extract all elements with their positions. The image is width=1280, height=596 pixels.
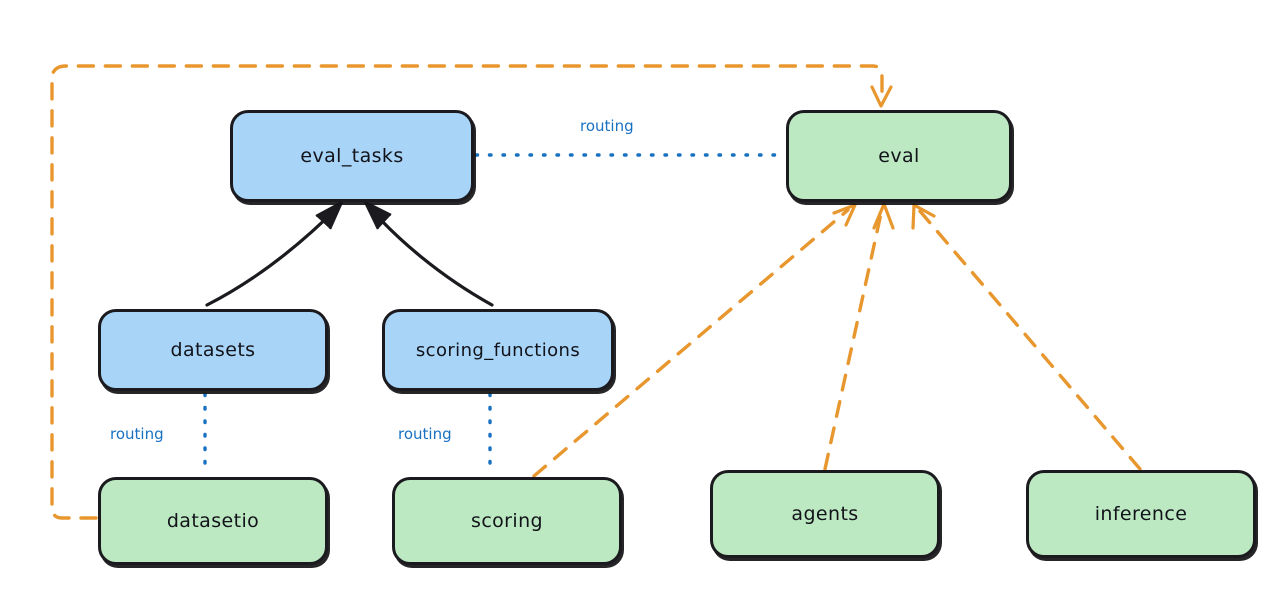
node-scoring-functions[interactable]: scoring_functions [382, 309, 614, 391]
node-label-inference: inference [1094, 503, 1188, 525]
node-inference[interactable]: inference [1026, 470, 1256, 558]
edge-agents-to-eval [823, 202, 895, 471]
node-label-eval: eval [878, 145, 920, 167]
edge-scoring-to-eval [532, 203, 857, 478]
node-scoring[interactable]: scoring [392, 477, 622, 565]
edge-label-routing-datasets: routing [110, 425, 164, 443]
node-label-agents: agents [791, 503, 859, 525]
node-label-datasetio: datasetio [166, 510, 260, 532]
node-eval[interactable]: eval [786, 110, 1012, 202]
edge-inference-to-eval [911, 203, 1142, 471]
node-eval-tasks[interactable]: eval_tasks [230, 110, 474, 202]
node-label-eval-tasks: eval_tasks [300, 145, 404, 167]
node-datasetio[interactable]: datasetio [98, 477, 328, 565]
node-label-scoring-functions: scoring_functions [415, 339, 581, 361]
node-label-datasets: datasets [170, 339, 256, 361]
edge-datasets-to-eval-tasks [205, 200, 344, 307]
edge-label-routing-scoring: routing [398, 425, 452, 443]
edge-label-routing-eval: routing [580, 117, 634, 135]
node-datasets[interactable]: datasets [98, 309, 328, 391]
node-label-scoring: scoring [471, 510, 543, 532]
node-agents[interactable]: agents [710, 470, 940, 558]
edge-datasetio-to-eval [50, 64, 893, 520]
edge-scoring-functions-to-eval-tasks [363, 200, 494, 307]
